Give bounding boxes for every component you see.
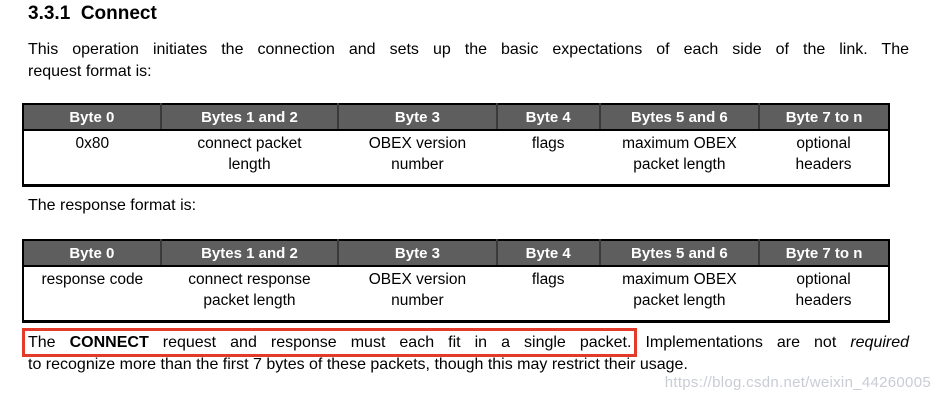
closing-text-pre: The bbox=[28, 334, 70, 351]
col-header-bytes5-6: Bytes 5 and 6 bbox=[598, 240, 760, 267]
response-cell-headers: optional headers bbox=[759, 266, 889, 322]
closing-line-1: The CONNECT request and response must ea… bbox=[21, 328, 910, 357]
col-header-byte0: Byte 0 bbox=[23, 104, 161, 131]
col-header-byte7-n: Byte 7 to n bbox=[758, 240, 889, 267]
col-header-byte0: Byte 0 bbox=[23, 240, 161, 267]
response-format-table: Byte 0 Bytes 1 and 2 Byte 3 Byte 4 Bytes… bbox=[22, 239, 890, 323]
col-header-bytes1-2: Bytes 1 and 2 bbox=[159, 104, 339, 131]
request-cell-version: OBEX version number bbox=[338, 130, 497, 186]
closing-text-mid: Implementations are not bbox=[631, 334, 851, 351]
col-header-byte4: Byte 4 bbox=[495, 240, 600, 267]
col-header-bytes1-2: Bytes 1 and 2 bbox=[159, 240, 339, 267]
closing-paragraph: The CONNECT request and response must ea… bbox=[21, 328, 910, 376]
col-header-byte3: Byte 3 bbox=[337, 104, 497, 131]
response-cell-code: response code bbox=[23, 266, 161, 322]
response-intro-text: The response format is: bbox=[28, 197, 197, 214]
section-heading: 3.3.1 Connect bbox=[28, 3, 157, 24]
response-table-header-row: Byte 0 Bytes 1 and 2 Byte 3 Byte 4 Bytes… bbox=[23, 240, 889, 267]
request-cell-packet-length: connect packet length bbox=[160, 130, 339, 186]
response-cell-version: OBEX version number bbox=[338, 266, 497, 322]
response-table-data-row: response code connect response packet le… bbox=[23, 266, 889, 322]
col-header-bytes5-6: Bytes 5 and 6 bbox=[598, 104, 760, 131]
request-format-table: Byte 0 Bytes 1 and 2 Byte 3 Byte 4 Bytes… bbox=[22, 103, 890, 187]
request-cell-max-length: maximum OBEX packet length bbox=[599, 130, 760, 186]
request-table-header-row: Byte 0 Bytes 1 and 2 Byte 3 Byte 4 Bytes… bbox=[23, 104, 889, 131]
request-cell-opcode: 0x80 bbox=[23, 130, 161, 186]
request-cell-flags: flags bbox=[496, 130, 600, 186]
response-cell-max-length: maximum OBEX packet length bbox=[599, 266, 760, 322]
highlight-red-box: The CONNECT request and response must ea… bbox=[21, 328, 638, 357]
intro-line-2: request format is: bbox=[28, 63, 152, 80]
required-word: required bbox=[850, 334, 910, 351]
closing-line-2: to recognize more than the first 7 bytes… bbox=[28, 356, 688, 373]
response-cell-packet-length: connect response packet length bbox=[160, 266, 339, 322]
intro-paragraph: This operation initiates the connection … bbox=[28, 39, 909, 83]
watermark-url: https://blog.csdn.net/weixin_44260005 bbox=[664, 374, 931, 391]
request-table-data-row: 0x80 connect packet length OBEX version … bbox=[23, 130, 889, 186]
connect-keyword: CONNECT bbox=[69, 334, 149, 351]
closing-text-rest: request and response must each fit in a … bbox=[148, 334, 632, 351]
request-cell-headers: optional headers bbox=[759, 130, 889, 186]
col-header-byte7-n: Byte 7 to n bbox=[758, 104, 889, 131]
intro-line-1: This operation initiates the connection … bbox=[28, 41, 909, 58]
response-cell-flags: flags bbox=[496, 266, 600, 322]
col-header-byte3: Byte 3 bbox=[337, 240, 497, 267]
col-header-byte4: Byte 4 bbox=[495, 104, 600, 131]
